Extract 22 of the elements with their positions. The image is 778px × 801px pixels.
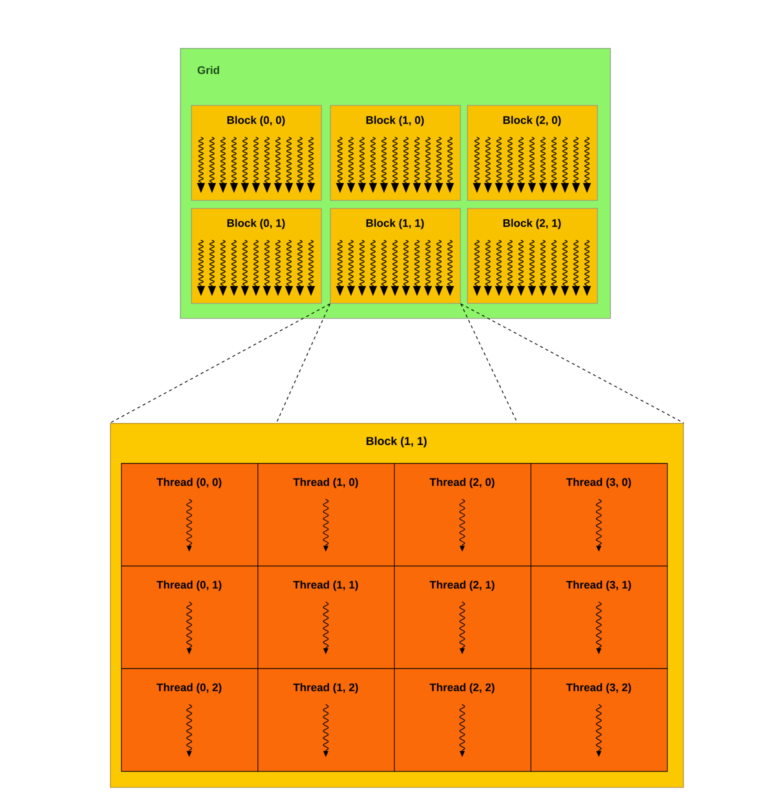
thread-cell: Thread (0, 1) bbox=[121, 566, 258, 670]
block-box: Block (0, 1) bbox=[191, 208, 322, 304]
block-box: Block (2, 0) bbox=[467, 105, 598, 201]
thread-cell: Thread (2, 0) bbox=[394, 463, 532, 566]
block-box: Block (1, 0) bbox=[330, 105, 461, 201]
thread-cell: Thread (2, 1) bbox=[394, 566, 532, 670]
thread-cell: Thread (0, 0) bbox=[121, 463, 258, 566]
thread-cell: Thread (1, 2) bbox=[258, 668, 395, 772]
dashed-line bbox=[460, 303, 518, 424]
dashed-line bbox=[276, 303, 330, 424]
block-box: Block (2, 1) bbox=[467, 208, 598, 304]
dashed-line bbox=[110, 303, 330, 424]
thread-cell: Thread (2, 2) bbox=[394, 668, 532, 772]
block-box: Block (1, 1) bbox=[330, 208, 461, 304]
thread-cell: Thread (1, 0) bbox=[258, 463, 395, 566]
thread-cell: Thread (3, 2) bbox=[530, 668, 668, 772]
thread-cell: Thread (3, 1) bbox=[530, 566, 668, 670]
thread-cell: Thread (0, 2) bbox=[121, 668, 258, 772]
thread-cell: Thread (1, 1) bbox=[258, 566, 395, 670]
thread-cell: Thread (3, 0) bbox=[530, 463, 668, 566]
block-box: Block (0, 0) bbox=[191, 105, 322, 201]
dashed-line bbox=[460, 303, 684, 424]
